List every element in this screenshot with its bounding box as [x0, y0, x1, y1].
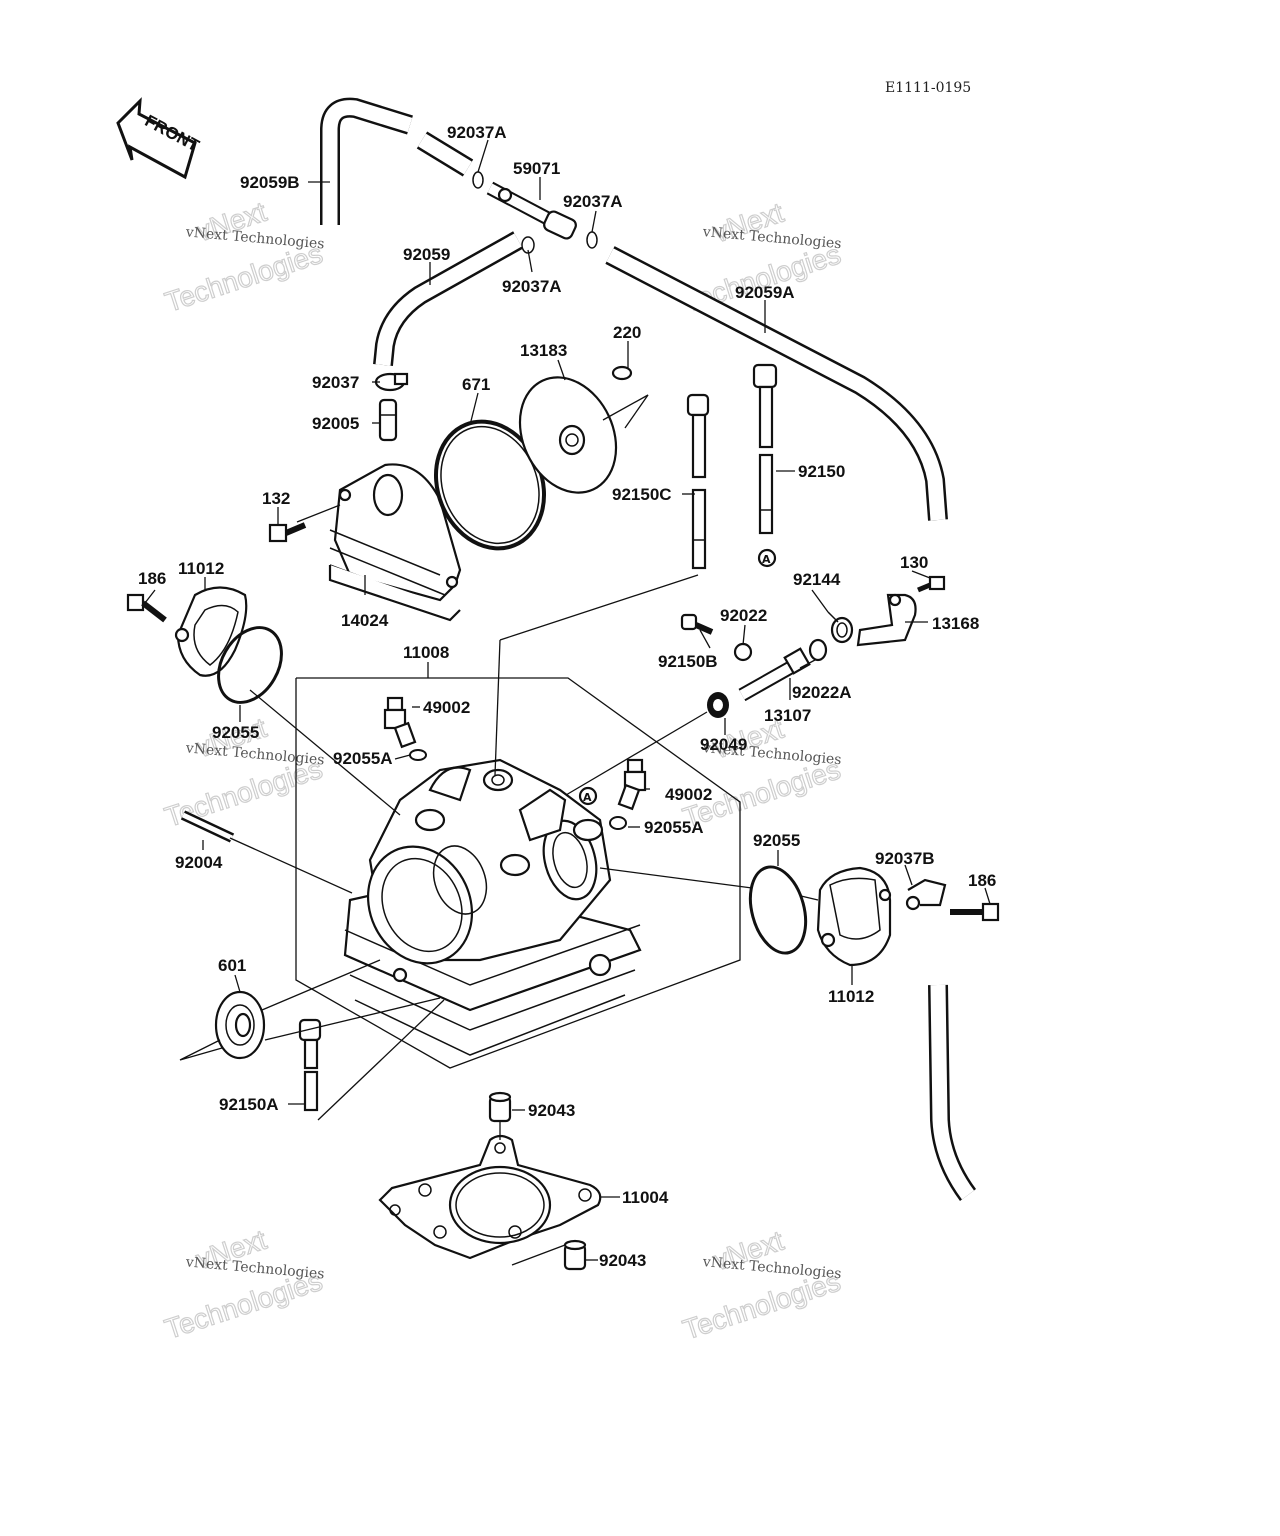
fitting-92005 — [378, 398, 398, 442]
watermark-top-left: vNext Technologies vNext Technologies — [161, 195, 327, 318]
label-132: 132 — [262, 489, 290, 508]
plug-49002-right — [617, 758, 647, 811]
shaft-13107 — [738, 647, 811, 702]
label-92037A: 92037A — [502, 277, 562, 296]
bolt-92150B — [680, 613, 714, 635]
o-ring-92055A-right — [609, 816, 627, 830]
label-92055A: 92055A — [333, 749, 393, 768]
head-cover-14024 — [328, 463, 462, 622]
cap-11012-left — [174, 586, 248, 677]
label-13107: 13107 — [764, 706, 811, 725]
clamp-icon — [472, 171, 484, 189]
label-92059A: 92059A — [735, 283, 795, 302]
stud-92150C — [686, 393, 710, 570]
label-13183: 13183 — [520, 341, 567, 360]
label-220: 220 — [613, 323, 641, 342]
label-92150B: 92150B — [658, 652, 718, 671]
hose-92059B — [320, 97, 413, 225]
label-92004: 92004 — [175, 853, 223, 872]
label-92037B: 92037B — [875, 849, 935, 868]
seal-92049 — [707, 692, 729, 718]
plate-13183 — [518, 376, 649, 494]
label-92022: 92022 — [720, 606, 767, 625]
hose-92059 — [373, 231, 523, 366]
label-11012: 11012 — [178, 559, 224, 578]
ref-a-circle: A — [757, 548, 777, 568]
label-92043: 92043 — [528, 1101, 575, 1120]
cylinder-head-group-box — [295, 677, 741, 1069]
cap-11012-right — [816, 866, 892, 967]
gasket-11004 — [378, 1134, 602, 1260]
label-92055A: 92055A — [644, 818, 704, 837]
watermark-mid-right: vNext Technologies vNext Technologies — [679, 712, 845, 834]
hose-short-92037A — [416, 131, 474, 177]
dowel-92043-bottom — [563, 1239, 587, 1271]
o-ring-92055A-left — [409, 749, 427, 761]
label-92059B: 92059B — [240, 173, 300, 192]
clamp-92037B — [905, 878, 947, 911]
stud-92004 — [180, 810, 235, 843]
dowel-92043-top — [488, 1091, 512, 1123]
label-92055: 92055 — [212, 723, 259, 742]
label-130: 130 — [900, 553, 928, 572]
label-92150C: 92150C — [612, 485, 672, 504]
label-14024: 14024 — [341, 611, 389, 630]
label-11012: 11012 — [828, 987, 874, 1006]
label-49002: 49002 — [423, 698, 470, 717]
label-92037A: 92037A — [447, 123, 507, 142]
hose-92059A — [605, 246, 948, 521]
bolt-186-left — [126, 593, 167, 623]
label-11008: 11008 — [403, 643, 449, 662]
label-13168: 13168 — [932, 614, 979, 633]
o-ring-92055-right — [748, 865, 808, 955]
label-92150: 92150 — [798, 462, 845, 481]
clamp-92037 — [374, 372, 409, 392]
drain-hose — [928, 984, 977, 1201]
bolt-92150A — [298, 1018, 322, 1112]
label-671: 671 — [462, 375, 490, 394]
plug-49002-left — [383, 696, 417, 749]
front-arrow-icon: FRONT — [116, 97, 203, 180]
label-186: 186 — [968, 871, 996, 890]
label-186: 186 — [138, 569, 166, 588]
label-92022A: 92022A — [792, 683, 852, 702]
bracket-13168 — [856, 593, 917, 647]
label-92150A: 92150A — [219, 1095, 279, 1114]
label-92059: 92059 — [403, 245, 450, 264]
label-92005: 92005 — [312, 414, 359, 433]
fitting-59071 — [486, 181, 577, 240]
stud-92150 — [752, 363, 778, 535]
label-601: 601 — [218, 956, 246, 975]
ref-a-circle: A — [578, 786, 598, 806]
label-49002: 49002 — [665, 785, 712, 804]
label-92049: 92049 — [700, 735, 747, 754]
o-ring-92055-left — [217, 626, 283, 704]
leader-lines — [144, 139, 991, 1266]
label-92144: 92144 — [793, 570, 841, 589]
washer-92022A — [808, 638, 828, 662]
bolt-132 — [268, 522, 307, 543]
bolt-186-right — [950, 902, 1000, 922]
washer-92022 — [733, 642, 753, 662]
bolt-130 — [917, 575, 946, 593]
bearing-601 — [179, 990, 266, 1061]
svg-text:vNext Technologies: vNext Technologies — [184, 1254, 325, 1282]
label-59071: 59071 — [513, 159, 560, 178]
svg-text:A: A — [583, 791, 592, 804]
watermark-bottom-right: vNext Technologies vNext Technologies — [679, 1224, 845, 1346]
svg-text:A: A — [762, 553, 771, 566]
spring-92144 — [827, 611, 854, 644]
cylinder-head-11008 — [343, 758, 642, 1056]
label-92037A: 92037A — [563, 192, 623, 211]
diagram-code: E1111-0195 — [885, 80, 971, 96]
label-92043: 92043 — [599, 1251, 646, 1270]
watermark-bottom-left: vNext Technologies vNext Technologies — [160, 1223, 326, 1345]
part-labels: 92037A 92059B 59071 92037A 92059 92037A … — [138, 123, 996, 1270]
label-11004: 11004 — [622, 1188, 669, 1207]
label-92037: 92037 — [312, 373, 359, 392]
label-92055: 92055 — [753, 831, 800, 850]
screw-220 — [611, 365, 633, 381]
